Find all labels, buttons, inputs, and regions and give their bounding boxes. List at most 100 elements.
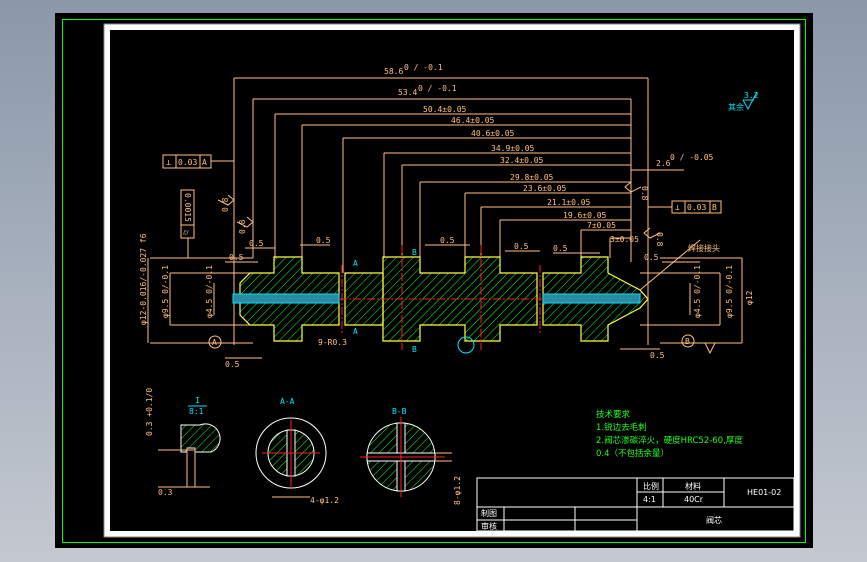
drawing-stroke [704, 342, 716, 355]
datum-ref: A [202, 158, 207, 167]
datum-ref: B [712, 203, 717, 212]
detail-i-marker [457, 336, 475, 354]
dim-3: 3±0.05 [610, 235, 639, 244]
scale-label: 比例 [643, 481, 659, 491]
tolerance-frame-a[interactable]: ⊥ 0.03 A [162, 154, 212, 169]
valve-core-main-view[interactable] [232, 245, 649, 354]
drawing-stroke [624, 181, 642, 193]
dim-2-6-tol: 0 / -0.05 [670, 153, 714, 162]
cut-b-bottom: B [412, 345, 417, 354]
drawing-stroke [180, 189, 195, 239]
dim-58-6: 58.6 [384, 67, 403, 76]
dim-19-6: 19.6±0.05 [563, 211, 607, 220]
section-bb-label: B-B [392, 407, 407, 416]
detail-scale: 8:1 [189, 407, 204, 416]
drawn-by-label: 制图 [481, 508, 497, 518]
drawing-stroke [643, 227, 661, 239]
drawing-number: HE01-02 [747, 488, 781, 497]
gap-label: 0.5 [644, 253, 659, 262]
gap-label: 0.5 [249, 239, 264, 248]
tolerance-frame-cylindricity[interactable]: 0.0015 ⌭ [180, 189, 195, 239]
section-b-b-view: B-B 8-φ1.2 [360, 407, 462, 505]
dim-50-4: 50.4±0.05 [423, 105, 467, 114]
cut-a-top: A [353, 259, 358, 268]
detail-label: I [195, 396, 200, 405]
dim-phi9-5-left: φ9.5 0/-0.1 [161, 265, 170, 318]
drawing-stroke [217, 194, 235, 206]
section-markers: A A B B A B [208, 248, 695, 354]
dim-58-6-tol: 0 / -0.1 [404, 63, 443, 72]
gap-label: 0.5 [650, 351, 665, 360]
dim-phi4-5-left: φ4.5 0/-0.1 [205, 265, 214, 318]
drawing-stroke [208, 335, 222, 349]
detail-dim-bottom: 0.3 [158, 488, 173, 497]
dimension-labels: 58.6 0 / -0.1 53.4 0 / -0.1 50.4±0.05 46… [139, 63, 754, 369]
drawing-stroke [476, 477, 795, 532]
gap-label: 0.5 [553, 244, 568, 253]
dim-phi9-5-right: φ9.5 0/-0.1 [725, 265, 734, 318]
tolerance-value: 0.0015 [183, 193, 192, 222]
gap-label: 0.5 [514, 242, 529, 251]
material-label: 材料 [685, 481, 701, 491]
section-bb-dim: 8-φ1.2 [453, 476, 462, 505]
dim-53-4-tol: 0 / -0.1 [418, 84, 457, 93]
radius-note: 9-R0.3 [318, 338, 347, 347]
cut-a-bottom: A [353, 327, 358, 336]
other-label: 其余 [728, 102, 744, 112]
dim-phi12-left: φ12-0.016/-0.027 f6 [139, 233, 148, 325]
bore-right [542, 293, 641, 304]
dim-29-8: 29.8±0.05 [510, 173, 554, 182]
dim-40-6: 40.6±0.05 [471, 129, 515, 138]
weld-note: 焊接接头 [688, 243, 720, 253]
datum-a: A [212, 338, 217, 347]
dim-46-4: 46.4±0.05 [451, 116, 495, 125]
datum-b: B [685, 337, 690, 346]
scale-value: 4:1 [643, 495, 656, 504]
dim-phi4-5-right: φ4.5 0/-0.1 [693, 265, 702, 318]
dim-23-6: 23.6±0.05 [523, 184, 567, 193]
tolerance-frame-b[interactable]: ⊥ 0.03 B [671, 200, 722, 214]
roughness-label: 0.8 [640, 186, 649, 201]
section-aa-dim: 4-φ1.2 [310, 496, 339, 505]
general-roughness-symbol: 其余 3.2 [728, 91, 759, 112]
dim-21-1: 21.1±0.05 [547, 198, 591, 207]
perpendicularity-icon: ⊥ [166, 158, 171, 167]
roughness-label: 0.8 [655, 232, 664, 247]
drawing-stroke [681, 334, 695, 348]
detail-i-view: I 8:1 0.3 +0.1/0 0.3 [145, 388, 221, 497]
gap-label: 0.5 [316, 236, 331, 245]
cut-b-top: B [412, 248, 417, 257]
gap-label: 0.5 [229, 253, 244, 262]
dim-2-6: 2.6 [656, 159, 671, 168]
tech-req-item: 0.4（不包括余量） [596, 448, 669, 459]
dimension-lines [147, 77, 743, 359]
drawing-stroke [236, 216, 254, 228]
checked-by-label: 审核 [481, 521, 497, 531]
dim-34-9: 34.9±0.05 [491, 144, 535, 153]
tech-req-title: 技术要求 [596, 409, 631, 420]
roughness-label: 0.8 [221, 197, 230, 212]
roughness-value: 3.2 [744, 91, 759, 100]
perpendicularity-icon: ⊥ [675, 203, 680, 212]
gap-label: 0.5 [440, 236, 455, 245]
part-name: 阀芯 [706, 515, 722, 525]
section-aa-label: A-A [280, 397, 295, 406]
roughness-symbols [217, 181, 716, 355]
drawing-stroke [382, 256, 538, 342]
detail-dim-top: 0.3 +0.1/0 [145, 388, 154, 436]
tolerance-value: 0.03 [178, 158, 197, 167]
drawing-stroke [180, 423, 221, 453]
section-a-a-view: A-A 4-φ1.2 [255, 397, 339, 505]
drawing-stroke [162, 154, 212, 169]
drawing-stroke [671, 200, 722, 214]
tolerance-value: 0.03 [687, 203, 706, 212]
tech-req-item: 2.阀芯渗碳淬火，硬度HRC52-60,厚度 [596, 435, 743, 446]
dim-phi12-right: φ12 [745, 290, 754, 305]
cylindricity-icon: ⌭ [183, 228, 189, 237]
dim-53-4: 53.4 [398, 88, 417, 97]
roughness-label: 0.8 [238, 219, 247, 234]
dim-32-4: 32.4±0.05 [500, 156, 544, 165]
dim-7: 7±0.05 [587, 221, 616, 230]
drawing-stroke [742, 91, 758, 111]
